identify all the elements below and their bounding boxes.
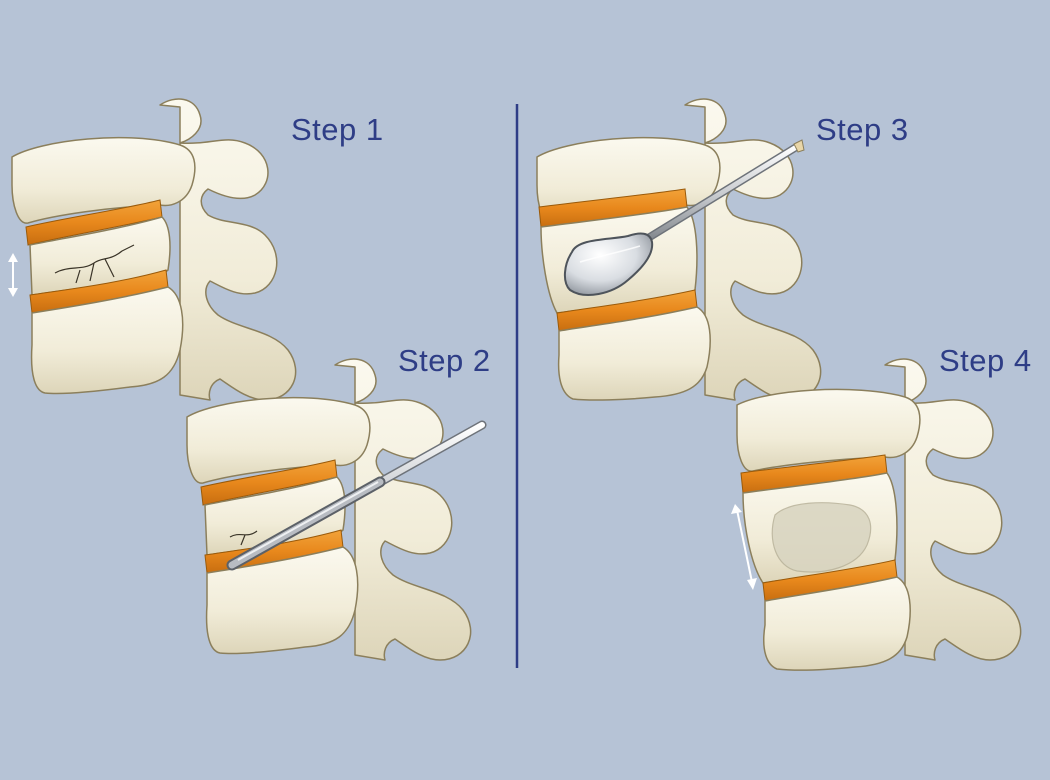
bone-cement-icon: [771, 502, 872, 573]
spine-cement-icon: [736, 358, 1022, 671]
spine-fracture-icon: [11, 98, 297, 401]
height-arrow-icon: [731, 504, 757, 590]
height-arrow-icon: [8, 253, 18, 297]
step-4-label: Step 4: [939, 343, 1032, 378]
step-1-label: Step 1: [291, 112, 384, 147]
step-2-label: Step 2: [398, 343, 491, 378]
balloon-catheter-icon: [564, 139, 805, 296]
spine-needle-icon: [186, 358, 472, 661]
needle-icon: [226, 420, 487, 571]
step-3-label: Step 3: [816, 112, 909, 147]
